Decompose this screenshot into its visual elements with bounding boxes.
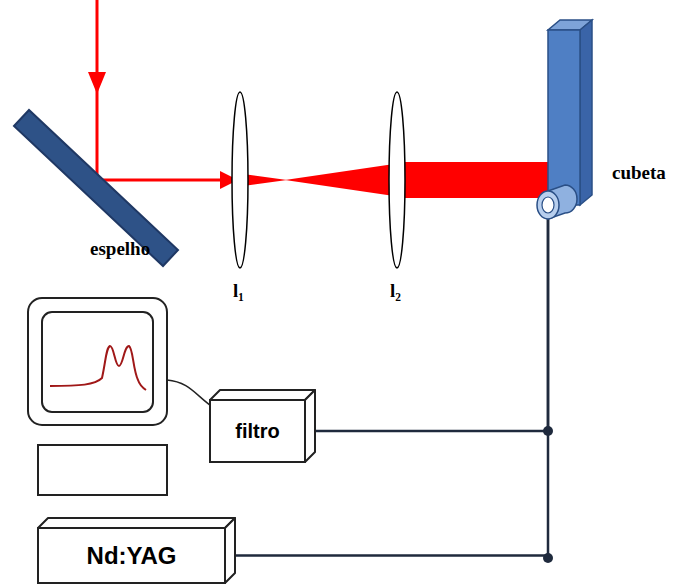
monitor [28, 298, 167, 425]
keyboard [38, 445, 167, 495]
laser-beam [96, 179, 222, 182]
filter-box: filtro [210, 400, 305, 462]
box-label: Nd:YAG [87, 542, 177, 570]
signal-wire [221, 205, 549, 560]
lens-label: l₂ [390, 280, 401, 302]
expanding-beam [285, 164, 394, 196]
focused-beam [243, 174, 287, 186]
beam-arrow [88, 72, 106, 94]
laser-box: Nd:YAG [38, 528, 225, 583]
part-label: espelho [90, 238, 150, 260]
screen [42, 312, 153, 412]
box-label: filtro [235, 420, 279, 443]
cuvette: cubeta [535, 15, 675, 205]
part-label: cubeta [612, 162, 666, 184]
collimated-beam [400, 162, 552, 198]
lens-label: l₁ [233, 280, 244, 302]
signal-wire [301, 205, 549, 436]
mirror [14, 110, 178, 266]
cable [167, 380, 214, 408]
lens [389, 92, 405, 268]
lens [232, 92, 248, 268]
signal-curve [50, 346, 146, 390]
